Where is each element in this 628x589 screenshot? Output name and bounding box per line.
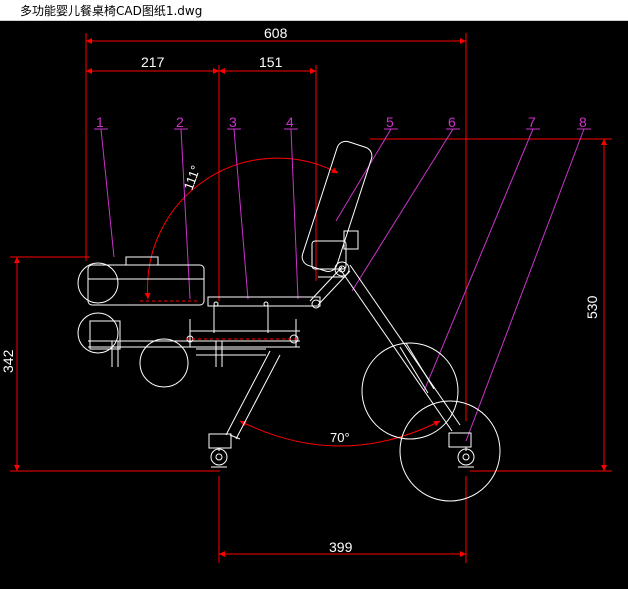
seat [189, 296, 321, 347]
angle-arc-111 [144, 157, 339, 300]
window-title: 多功能婴儿餐桌椅CAD图纸1.dwg [20, 4, 203, 18]
part-number-3: 3 [229, 114, 237, 130]
angle-70-text: 70° [330, 430, 350, 445]
part-number-6: 6 [448, 114, 456, 130]
part-number-5: 5 [386, 114, 394, 130]
part-number-2: 2 [176, 114, 184, 130]
pivot-joints [186, 261, 350, 344]
chair-outline [77, 140, 501, 502]
backrest [301, 140, 373, 278]
center-lines [140, 300, 300, 340]
dim-530-text: 530 [584, 295, 600, 319]
angle-arc-70 [239, 420, 441, 447]
part-number-1: 1 [96, 114, 104, 130]
part-number-8: 8 [579, 114, 587, 130]
wheel-rear [448, 432, 475, 468]
dim-608-text: 608 [264, 25, 288, 41]
wheel-front [208, 433, 232, 468]
window-title-bar: 多功能婴儿餐桌椅CAD图纸1.dwg [0, 0, 628, 21]
part-leaders [94, 128, 591, 442]
dimension-texts: 608 217 151 399 530 342 111° 70° [0, 25, 600, 555]
drawing-svg: 608 217 151 399 530 342 111° 70° 1 2 3 4… [0, 25, 612, 563]
dim-342-text: 342 [0, 349, 16, 373]
dim-217-text: 217 [141, 54, 165, 70]
dim-399-text: 399 [329, 539, 353, 555]
swing-circle-upper [361, 342, 459, 440]
part-numbers: 1 2 3 4 5 6 7 8 [96, 114, 587, 130]
tray [77, 256, 300, 388]
dimension-lines [10, 33, 612, 563]
cad-drawing-canvas[interactable]: 608 217 151 399 530 342 111° 70° 1 2 3 4… [0, 21, 628, 585]
part-number-7: 7 [528, 114, 536, 130]
part-number-4: 4 [286, 114, 294, 130]
frame [225, 264, 461, 440]
swing-circle-lower [399, 400, 501, 502]
dim-151-text: 151 [259, 54, 283, 70]
